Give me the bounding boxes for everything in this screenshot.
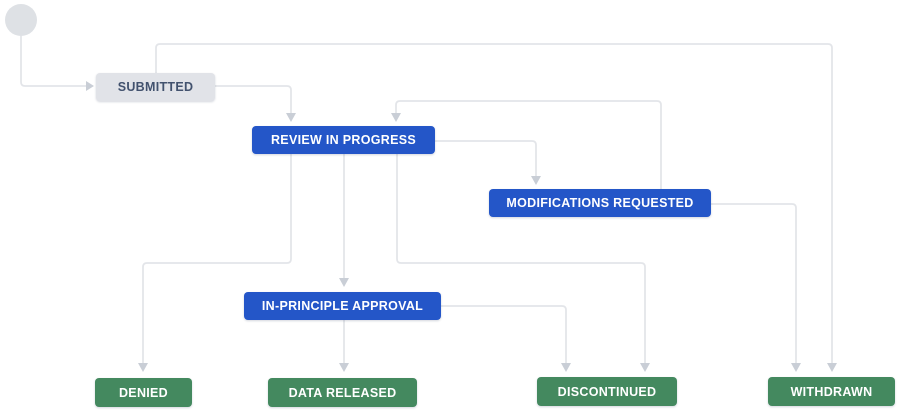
status-label: DISCONTINUED: [557, 384, 657, 399]
edge-review-in-progress-to-modifications-requested: [435, 140, 537, 176]
edge-modifications-requested-to-withdrawn: [711, 203, 797, 363]
status-label: WITHDRAWN: [790, 384, 873, 399]
arrowhead-submitted-into-review: [286, 113, 296, 122]
status-label: REVIEW IN PROGRESS: [270, 133, 416, 147]
status-label: DATA RELEASED: [288, 385, 397, 400]
status-node-modifications-requested[interactable]: MODIFICATIONS REQUESTED: [489, 189, 711, 217]
arrowhead-into-modifications-requested: [531, 176, 541, 185]
status-node-in-principle-approval[interactable]: IN-PRINCIPLE APPROVAL: [244, 292, 441, 320]
edge-in-principle-approval-to-discontinued: [441, 305, 567, 363]
arrowhead-review-into-discontinued: [640, 363, 650, 372]
arrowhead-modifications-into-review: [391, 113, 401, 122]
arrowhead-submitted-into-withdrawn: [827, 363, 837, 372]
arrowhead-into-data-released: [339, 363, 349, 372]
status-node-discontinued[interactable]: DISCONTINUED: [537, 377, 677, 406]
status-node-submitted[interactable]: SUBMITTED: [96, 73, 215, 101]
arrowhead-into-submitted: [86, 81, 94, 91]
arrowhead-into-denied: [138, 363, 148, 372]
edge-start-to-submitted: [20, 36, 86, 87]
edge-review-in-progress-to-discontinued: [396, 154, 646, 363]
status-label: IN-PRINCIPLE APPROVAL: [261, 299, 424, 313]
start-node[interactable]: [5, 4, 37, 36]
status-node-denied[interactable]: DENIED: [95, 378, 192, 407]
edge-modifications-requested-to-review-in-progress: [395, 100, 662, 189]
edge-submitted-to-withdrawn: [155, 43, 833, 363]
status-node-data-released[interactable]: DATA RELEASED: [268, 378, 417, 407]
edge-submitted-to-review-in-progress: [215, 85, 292, 113]
status-label: DENIED: [118, 385, 169, 400]
status-node-withdrawn[interactable]: WITHDRAWN: [768, 377, 895, 406]
status-node-review-in-progress[interactable]: REVIEW IN PROGRESS: [252, 126, 435, 154]
status-label: SUBMITTED: [117, 80, 194, 94]
edge-review-in-progress-to-denied: [142, 154, 292, 363]
arrowhead-modifications-into-withdrawn: [791, 363, 801, 372]
status-label: MODIFICATIONS REQUESTED: [506, 196, 694, 210]
arrowhead-into-in-principle-approval: [339, 278, 349, 287]
arrowhead-in-principle-into-discontinued: [561, 363, 571, 372]
